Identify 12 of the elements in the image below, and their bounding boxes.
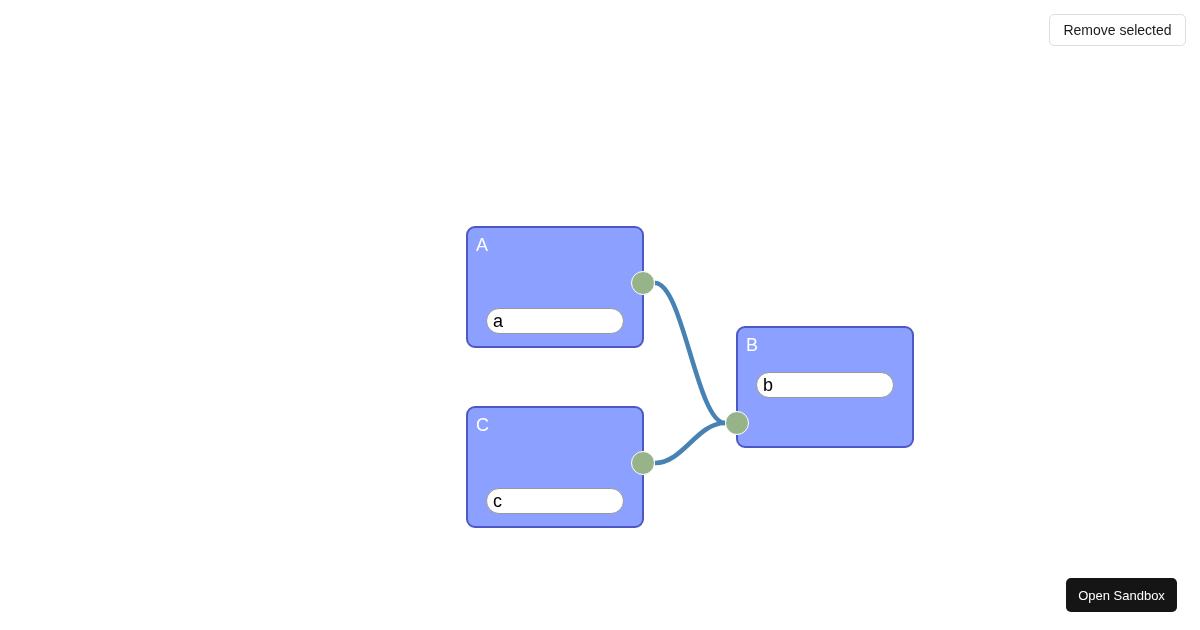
- input-field: a: [486, 308, 624, 334]
- node-title: B: [746, 335, 758, 355]
- node-title: A: [476, 235, 488, 255]
- connection-line: [654, 420, 726, 466]
- open-button: Open Sandbox: [1066, 578, 1177, 612]
- input-field: b: [756, 372, 894, 398]
- socket-icon: [725, 411, 749, 435]
- remove-button: Remove selected: [1049, 14, 1186, 46]
- socket-icon: [631, 271, 655, 295]
- input-field: c: [486, 488, 624, 514]
- socket-icon: [631, 451, 655, 475]
- node-title: C: [476, 415, 489, 435]
